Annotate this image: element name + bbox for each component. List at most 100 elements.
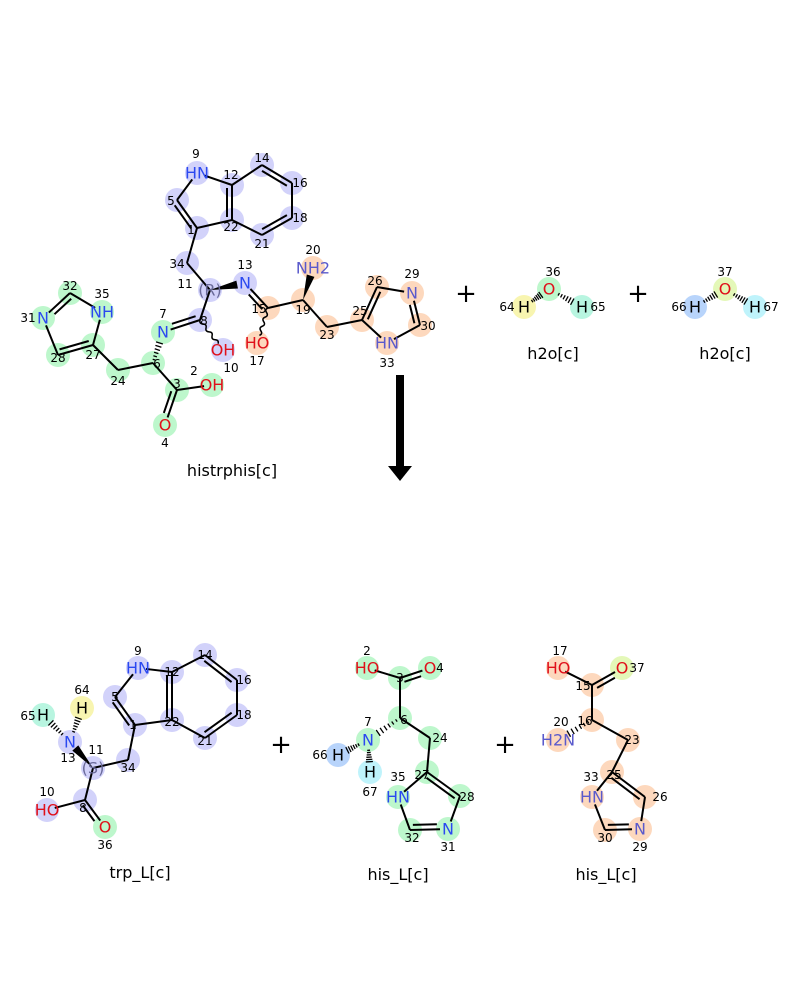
atom-symbol: H: [518, 298, 530, 317]
atom-highlight: [418, 656, 442, 680]
atom-symbol: O: [719, 280, 732, 299]
atom-symbol: HN: [386, 788, 410, 807]
atom-number: 35: [94, 287, 109, 301]
hash-bond: [734, 293, 739, 298]
molecule-title-his: his_L[c]: [367, 865, 428, 885]
atom-number: 33: [379, 356, 394, 370]
atom-number: 32: [62, 279, 77, 293]
atom-highlight: [546, 656, 570, 680]
bond: [45, 325, 59, 356]
atom-symbol: O: [543, 280, 556, 299]
bond: [261, 217, 293, 236]
bond: [261, 169, 288, 187]
bond: [231, 164, 263, 186]
atom-number: 67: [362, 785, 377, 799]
atom-number: 9: [192, 147, 200, 161]
bond: [409, 828, 441, 831]
atom-number: 18: [236, 708, 251, 722]
atom-highlight: [610, 656, 634, 680]
hash-bond: [707, 296, 711, 301]
bond: [611, 739, 629, 773]
atom-number: 3: [396, 671, 404, 685]
atom-symbol: N: [442, 820, 454, 839]
bond: [114, 673, 134, 698]
hash-bond: [741, 297, 746, 304]
bond: [92, 344, 119, 371]
hash-bond: [564, 296, 569, 302]
hash-bond: [155, 341, 164, 345]
bond: [176, 199, 198, 229]
hash-bond: [73, 722, 80, 726]
atom-symbol: (R): [198, 281, 222, 300]
atom-symbol: HN: [580, 788, 604, 807]
bond: [611, 771, 646, 798]
hash-bond: [387, 723, 391, 728]
hash-bond: [357, 743, 360, 747]
hash-bond: [567, 297, 572, 304]
atom-number: 7: [159, 307, 167, 321]
atom-number: 37: [717, 265, 732, 279]
atom-highlight: [683, 295, 707, 319]
bond: [127, 724, 136, 761]
atom-number: 33: [583, 770, 598, 784]
atom-number: 6: [153, 357, 161, 371]
bond: [261, 214, 288, 231]
hash-bond: [55, 727, 60, 732]
atom-highlight: [31, 703, 55, 727]
bond: [231, 219, 263, 236]
bond: [171, 654, 206, 673]
bond: [267, 299, 304, 309]
hash-bond: [383, 725, 388, 731]
atom-highlight: [153, 413, 177, 437]
atom-number: 25: [352, 304, 367, 318]
atom-number: 37: [629, 661, 644, 675]
plus-sign: +: [270, 730, 292, 760]
hash-bond: [737, 295, 741, 300]
molecule-title-histrphis: histrphis[c]: [187, 461, 277, 480]
hash-bond: [732, 292, 736, 297]
bond: [425, 776, 456, 800]
atom-symbol: N: [362, 731, 374, 750]
hash-bond: [58, 730, 62, 734]
atom-number: 17: [249, 354, 264, 368]
bond: [596, 676, 616, 689]
atom-symbol: H: [689, 298, 701, 317]
bond: [186, 262, 211, 291]
hash-bond: [711, 292, 716, 299]
hash-bond: [574, 726, 579, 732]
bond: [204, 174, 233, 186]
atom-symbol: N: [634, 820, 646, 839]
atom-number: 22: [164, 715, 179, 729]
atom-number: 64: [499, 300, 514, 314]
bond: [403, 771, 428, 793]
hash-bond: [586, 720, 590, 724]
hash-bond: [570, 728, 575, 735]
bonds: [45, 164, 749, 831]
atom-number: 35: [390, 770, 405, 784]
bond: [326, 319, 363, 328]
hash-bond: [154, 348, 161, 352]
atom-symbol: HO: [355, 659, 380, 678]
bond: [54, 799, 86, 809]
atom-number: 10: [223, 361, 238, 375]
atom-highlight: [436, 817, 460, 841]
atom-number: 2: [363, 644, 371, 658]
atom-number: 36: [545, 265, 560, 279]
bond: [640, 796, 646, 822]
atom-highlight: [546, 728, 570, 752]
hash-bond: [535, 294, 540, 300]
bond: [117, 362, 154, 371]
bond: [114, 696, 136, 726]
atom-number: 1: [129, 718, 137, 732]
hash-bond: [352, 744, 356, 750]
hash-bond: [533, 296, 538, 301]
atom-symbol: HO: [245, 334, 270, 353]
bond: [199, 289, 211, 321]
bond: [399, 669, 423, 679]
atom-number: 29: [404, 267, 419, 281]
atom-highlight: [151, 320, 175, 344]
atom-number: 24: [110, 374, 125, 388]
atom-number: 34: [169, 257, 184, 271]
